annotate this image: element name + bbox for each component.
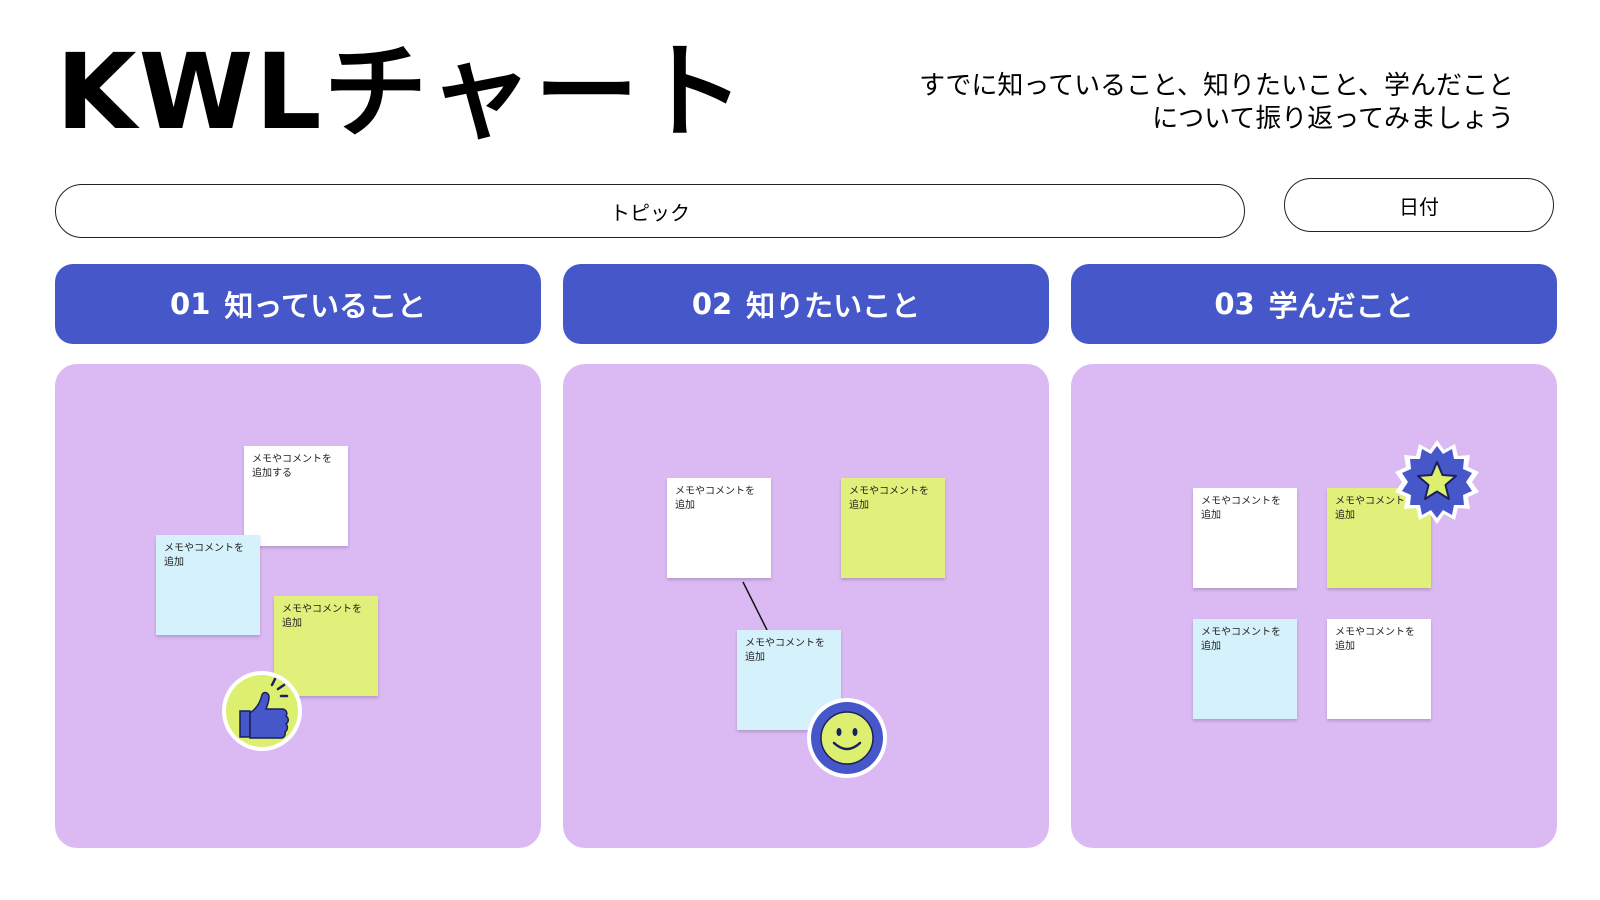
sticky-note[interactable]: メモやコメントを 追加: [156, 535, 260, 635]
topic-field[interactable]: トピック: [55, 184, 1245, 238]
smiley-face-icon: [807, 698, 887, 778]
note-text-line-1: メモやコメントを: [1335, 627, 1415, 638]
note-text-line-1: メモやコメントを: [282, 604, 362, 615]
note-text-line-2: 追加: [164, 557, 184, 568]
note-text-line-2: 追加: [849, 500, 869, 511]
sticky-note[interactable]: メモやコメントを 追加: [1327, 488, 1431, 588]
note-text-line-2: 追加: [675, 500, 695, 511]
column-panel-learned: メモやコメントを 追加 メモやコメントを 追加 メモやコメントを 追加 メモやコ…: [1071, 364, 1557, 848]
date-field[interactable]: 日付: [1284, 178, 1554, 232]
note-text-line-2: 追加: [1335, 641, 1355, 652]
sticky-note[interactable]: メモやコメントを 追加: [1193, 619, 1297, 719]
note-text-line-2: 追加: [282, 618, 302, 629]
column-header-know: 01 知っていること: [55, 264, 541, 344]
note-text-line-2: 追加: [1201, 641, 1221, 652]
page-subtitle: すでに知っていること、知りたいこと、学んだこと について振り返ってみましょう: [919, 70, 1514, 136]
column-title: 学んだこと: [1268, 289, 1414, 323]
note-text-line-1: メモやコメントを: [1335, 496, 1415, 507]
note-text-line-2: 追加: [1201, 510, 1221, 521]
sticky-note[interactable]: メモやコメントを 追加: [1327, 619, 1431, 719]
date-label: 日付: [1399, 194, 1439, 219]
sticky-note[interactable]: メモやコメントを 追加する: [244, 446, 348, 546]
column-panel-want: メモやコメントを 追加 メモやコメントを 追加 メモやコメントを 追加: [563, 364, 1049, 848]
sticky-note[interactable]: メモやコメントを 追加: [1193, 488, 1297, 588]
column-number: 03: [1214, 287, 1255, 321]
sticky-note[interactable]: メモやコメントを 追加: [667, 478, 771, 578]
note-text-line-1: メモやコメントを: [252, 454, 332, 465]
column-header-learned: 03 学んだこと: [1071, 264, 1557, 344]
topic-label: トピック: [610, 200, 690, 225]
note-text-line-1: メモやコメントを: [1201, 627, 1281, 638]
subtitle-line-2: について振り返ってみましょう: [1152, 104, 1514, 134]
column-number: 02: [691, 287, 733, 321]
note-text-line-1: メモやコメントを: [164, 543, 244, 554]
column-panel-know: メモやコメントを 追加する メモやコメントを 追加 メモやコメントを 追加: [55, 364, 541, 848]
note-text-line-1: メモやコメントを: [849, 486, 929, 497]
note-text-line-1: メモやコメントを: [675, 486, 755, 497]
column-number: 01: [170, 287, 211, 321]
subtitle-line-1: すでに知っていること、知りたいこと、学んだこと: [919, 71, 1514, 101]
star-badge-icon: [1395, 440, 1479, 524]
note-text-line-2: 追加する: [252, 468, 292, 479]
note-text-line-2: 追加: [1335, 510, 1355, 521]
note-text-line-1: メモやコメントを: [1201, 496, 1281, 507]
note-text-line-1: メモやコメントを: [745, 638, 825, 649]
column-title: 知りたいこと: [746, 289, 921, 323]
page-title: KWLチャート: [56, 31, 747, 153]
thumbs-up-icon: [222, 671, 302, 751]
sticky-note[interactable]: メモやコメントを 追加: [274, 596, 378, 696]
note-text-line-2: 追加: [745, 652, 765, 663]
column-header-want: 02 知りたいこと: [563, 264, 1049, 344]
column-title: 知っていること: [224, 289, 426, 323]
sticky-note[interactable]: メモやコメントを 追加: [841, 478, 945, 578]
